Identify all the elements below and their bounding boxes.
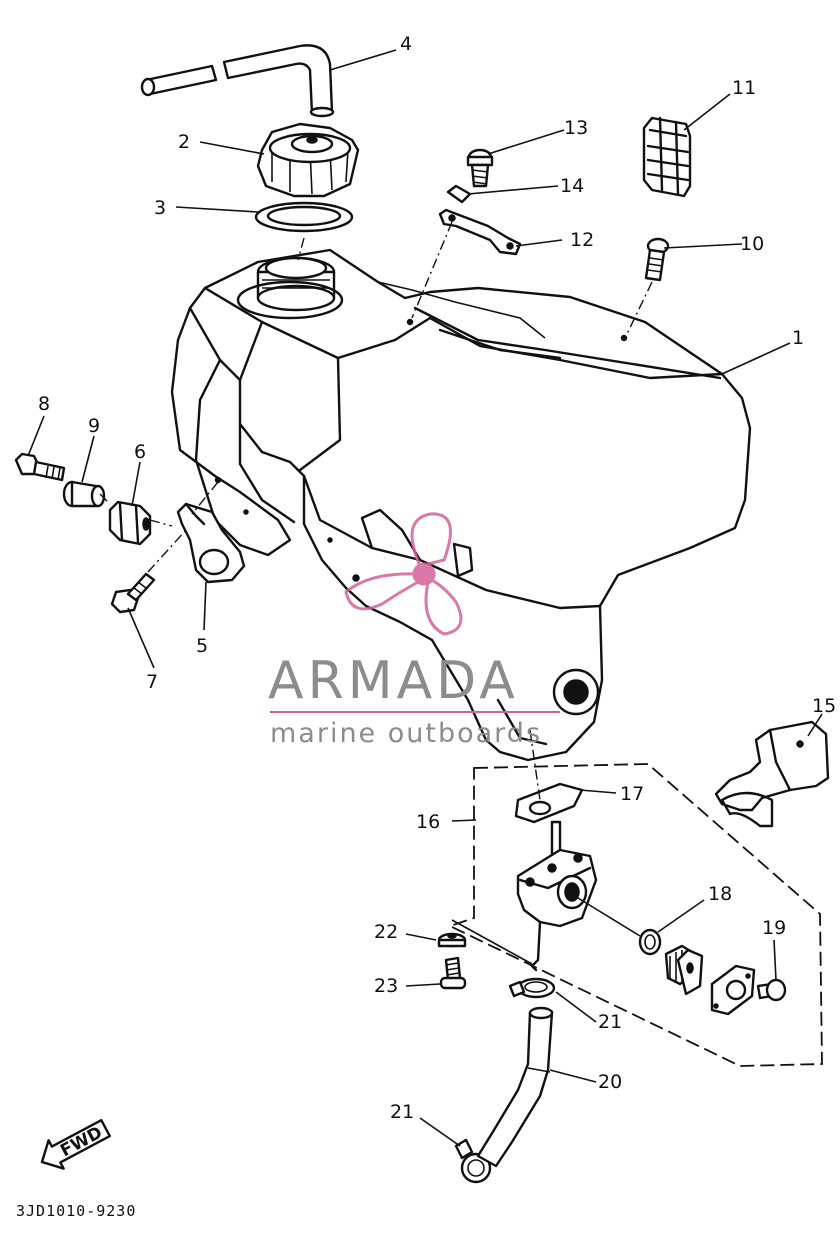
- cap-gasket: [254, 201, 354, 233]
- callout-5: 5: [196, 635, 208, 657]
- callout-1: 1: [792, 327, 804, 349]
- tank-bracket: [438, 208, 522, 256]
- washer-22: [437, 932, 467, 948]
- breather-hose: [140, 44, 335, 118]
- callout-18: 18: [708, 883, 732, 905]
- callout-12: 12: [570, 229, 594, 251]
- tank-screw: [644, 237, 670, 282]
- fuel-hose: [476, 1006, 554, 1168]
- callout-14: 14: [560, 175, 584, 197]
- callout-21-upper: 21: [598, 1011, 622, 1033]
- callout-7: 7: [146, 671, 158, 693]
- o-ring-18: [638, 928, 662, 956]
- propeller-logo: [344, 512, 463, 636]
- callout-2: 2: [178, 131, 190, 153]
- callout-8: 8: [38, 393, 50, 415]
- bracket-washer: [446, 184, 472, 204]
- bracket-screw: [466, 148, 494, 188]
- callout-15: 15: [812, 695, 836, 717]
- bolt-7: [110, 572, 156, 614]
- callout-17: 17: [620, 783, 644, 805]
- fuel-cock: [516, 820, 598, 972]
- fuel-tank: [170, 248, 752, 762]
- callout-21-lower: 21: [390, 1101, 414, 1123]
- fuel-cock-group-outline: [447, 763, 823, 1067]
- callout-9: 9: [88, 415, 100, 437]
- fuel-cap: [256, 122, 360, 198]
- bolt-8: [14, 452, 66, 482]
- packing-17: [514, 782, 584, 824]
- watermark-tagline: marine outboards: [270, 718, 542, 749]
- callout-numbers: 1 2 3 4 5 6 7 8 9 10 11 12 13 14 15 16 1…: [38, 33, 836, 1123]
- cock-cover: [710, 964, 756, 1016]
- watermark: ARMADA marine outboards: [268, 512, 560, 749]
- hose-clip-lower: [454, 1138, 492, 1184]
- callout-16: 16: [416, 811, 440, 833]
- callout-13: 13: [564, 117, 588, 139]
- callout-11: 11: [732, 77, 756, 99]
- hose-clip-upper: [508, 977, 556, 999]
- callout-10: 10: [740, 233, 764, 255]
- assembly-lines: [99, 221, 653, 965]
- callout-6: 6: [134, 441, 146, 463]
- leader-lines: [27, 49, 823, 1147]
- callout-3: 3: [154, 197, 166, 219]
- damper-6: [108, 500, 152, 546]
- collar-9: [62, 480, 106, 508]
- screw-19: [756, 978, 787, 1002]
- fwd-arrow: FWD: [40, 1119, 111, 1170]
- drawing-code: 3JD1010-9230: [16, 1202, 136, 1220]
- callout-20: 20: [598, 1071, 622, 1093]
- mount-plate: [176, 502, 246, 584]
- clip: [642, 116, 692, 198]
- bracket-15: [714, 720, 830, 828]
- cock-lever: [664, 944, 704, 996]
- callout-22: 22: [374, 921, 398, 943]
- fwd-arrow-label: FWD: [57, 1123, 106, 1162]
- callout-4: 4: [400, 33, 412, 55]
- callout-19: 19: [762, 917, 786, 939]
- callout-23: 23: [374, 975, 398, 997]
- screw-23: [439, 956, 467, 990]
- watermark-brand: ARMADA: [268, 651, 519, 711]
